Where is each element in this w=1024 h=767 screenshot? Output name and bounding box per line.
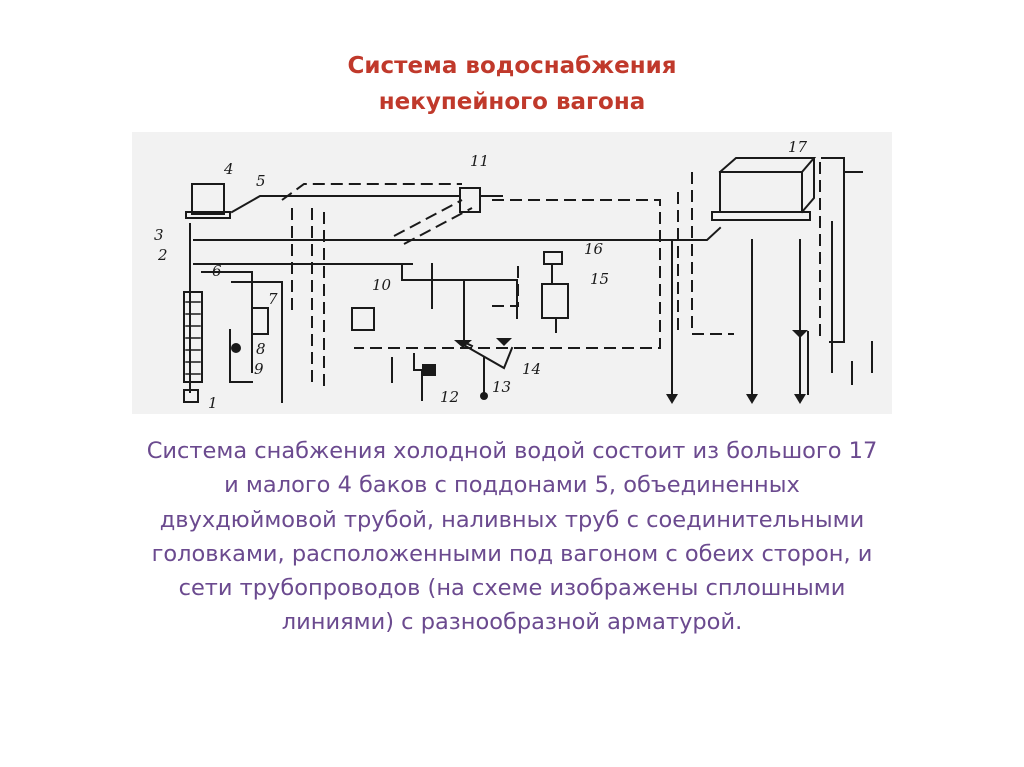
- label-3: 3: [154, 226, 164, 244]
- pipe-lower-branch: [229, 329, 253, 383]
- label-5: 5: [256, 172, 266, 190]
- description-line-2: и малого 4 баков с поддонами 5, объедине…: [224, 472, 800, 499]
- fitting-1: [231, 343, 241, 353]
- boiler-column: [183, 291, 203, 383]
- label-10: 10: [372, 276, 392, 294]
- label-2: 2: [157, 246, 168, 264]
- pipe-units-link: [551, 263, 557, 333]
- washbasin-1: [454, 340, 472, 348]
- small-tank-tray: [185, 211, 231, 219]
- small-tank: [191, 183, 225, 215]
- description-line-1: Система снабжения холодной водой состоит…: [146, 438, 878, 464]
- pipe-cold-line: [193, 263, 518, 319]
- label-7: 7: [268, 290, 278, 308]
- washbasin-2: [496, 338, 512, 346]
- unit-16: [543, 251, 563, 265]
- label-6: 6: [212, 262, 222, 280]
- label-9: 9: [254, 360, 264, 378]
- label-8: 8: [256, 340, 266, 358]
- label-1: 1: [208, 394, 218, 412]
- slide-title: Система водоснабжения некупейного вагона: [0, 48, 1024, 120]
- label-4: 4: [223, 160, 234, 178]
- pipe-heater-line: [230, 195, 503, 214]
- pipe-small-valves: [391, 353, 431, 401]
- hot-pipe-upper: [281, 183, 462, 201]
- description-line-4: головками, расположенными под вагоном с …: [151, 540, 873, 567]
- valve-3: [794, 394, 806, 404]
- water-supply-diagram: 17 4 5 11 3 2 16 6 15 10 7 8 14 9 13 12 …: [132, 132, 892, 414]
- valve-1: [666, 394, 678, 404]
- hot-pipe-middle: [492, 266, 519, 307]
- unit-7: [251, 307, 269, 335]
- pipe-center-drop: [431, 263, 474, 348]
- valve-2: [746, 394, 758, 404]
- label-11: 11: [470, 152, 489, 170]
- pipe-washbasins: [460, 342, 514, 395]
- big-tank-tray: [711, 211, 811, 221]
- description-line-5: сети трубопроводов (на схеме изображены …: [178, 575, 846, 602]
- label-13: 13: [492, 378, 511, 396]
- big-tank: [719, 171, 803, 213]
- description-line-3: двухдюймовой трубой, наливных труб с сое…: [159, 506, 865, 533]
- fitting-2: [480, 392, 488, 400]
- hot-pipe-left-vertical: [291, 208, 325, 388]
- label-16: 16: [584, 240, 604, 258]
- description-text: Система снабжения холодной водой состоит…: [52, 434, 972, 640]
- diagram-drawing: 17 4 5 11 3 2 16 6 15 10 7 8 14 9 13 12 …: [154, 138, 873, 412]
- pipe-boiler-feed: [189, 223, 283, 403]
- boiler-column-coils: [185, 301, 201, 375]
- big-tank-top: [718, 157, 817, 214]
- pipe-right-corner: [851, 341, 873, 385]
- slide-title-line-2: некупейного вагона: [378, 89, 646, 115]
- label-14: 14: [522, 360, 541, 378]
- drain-12: [422, 364, 436, 376]
- unit-10: [351, 307, 375, 331]
- description-line-6: линиями) с разнообразной арматурой.: [281, 609, 743, 636]
- hot-pipe-right: [677, 162, 821, 342]
- slide-title-line-1: Система водоснабжения: [347, 53, 677, 79]
- pipe-main: [193, 226, 722, 241]
- hot-pipe-diagonal: [393, 199, 473, 245]
- label-15: 15: [590, 270, 609, 288]
- pipe-right-riser: [821, 157, 863, 343]
- washbasin-3: [792, 330, 808, 338]
- unit-15: [541, 283, 569, 319]
- hot-pipe-loop: [354, 199, 661, 349]
- label-12: 12: [440, 388, 459, 406]
- pipe-right-drops: [671, 221, 833, 395]
- label-17: 17: [788, 138, 808, 156]
